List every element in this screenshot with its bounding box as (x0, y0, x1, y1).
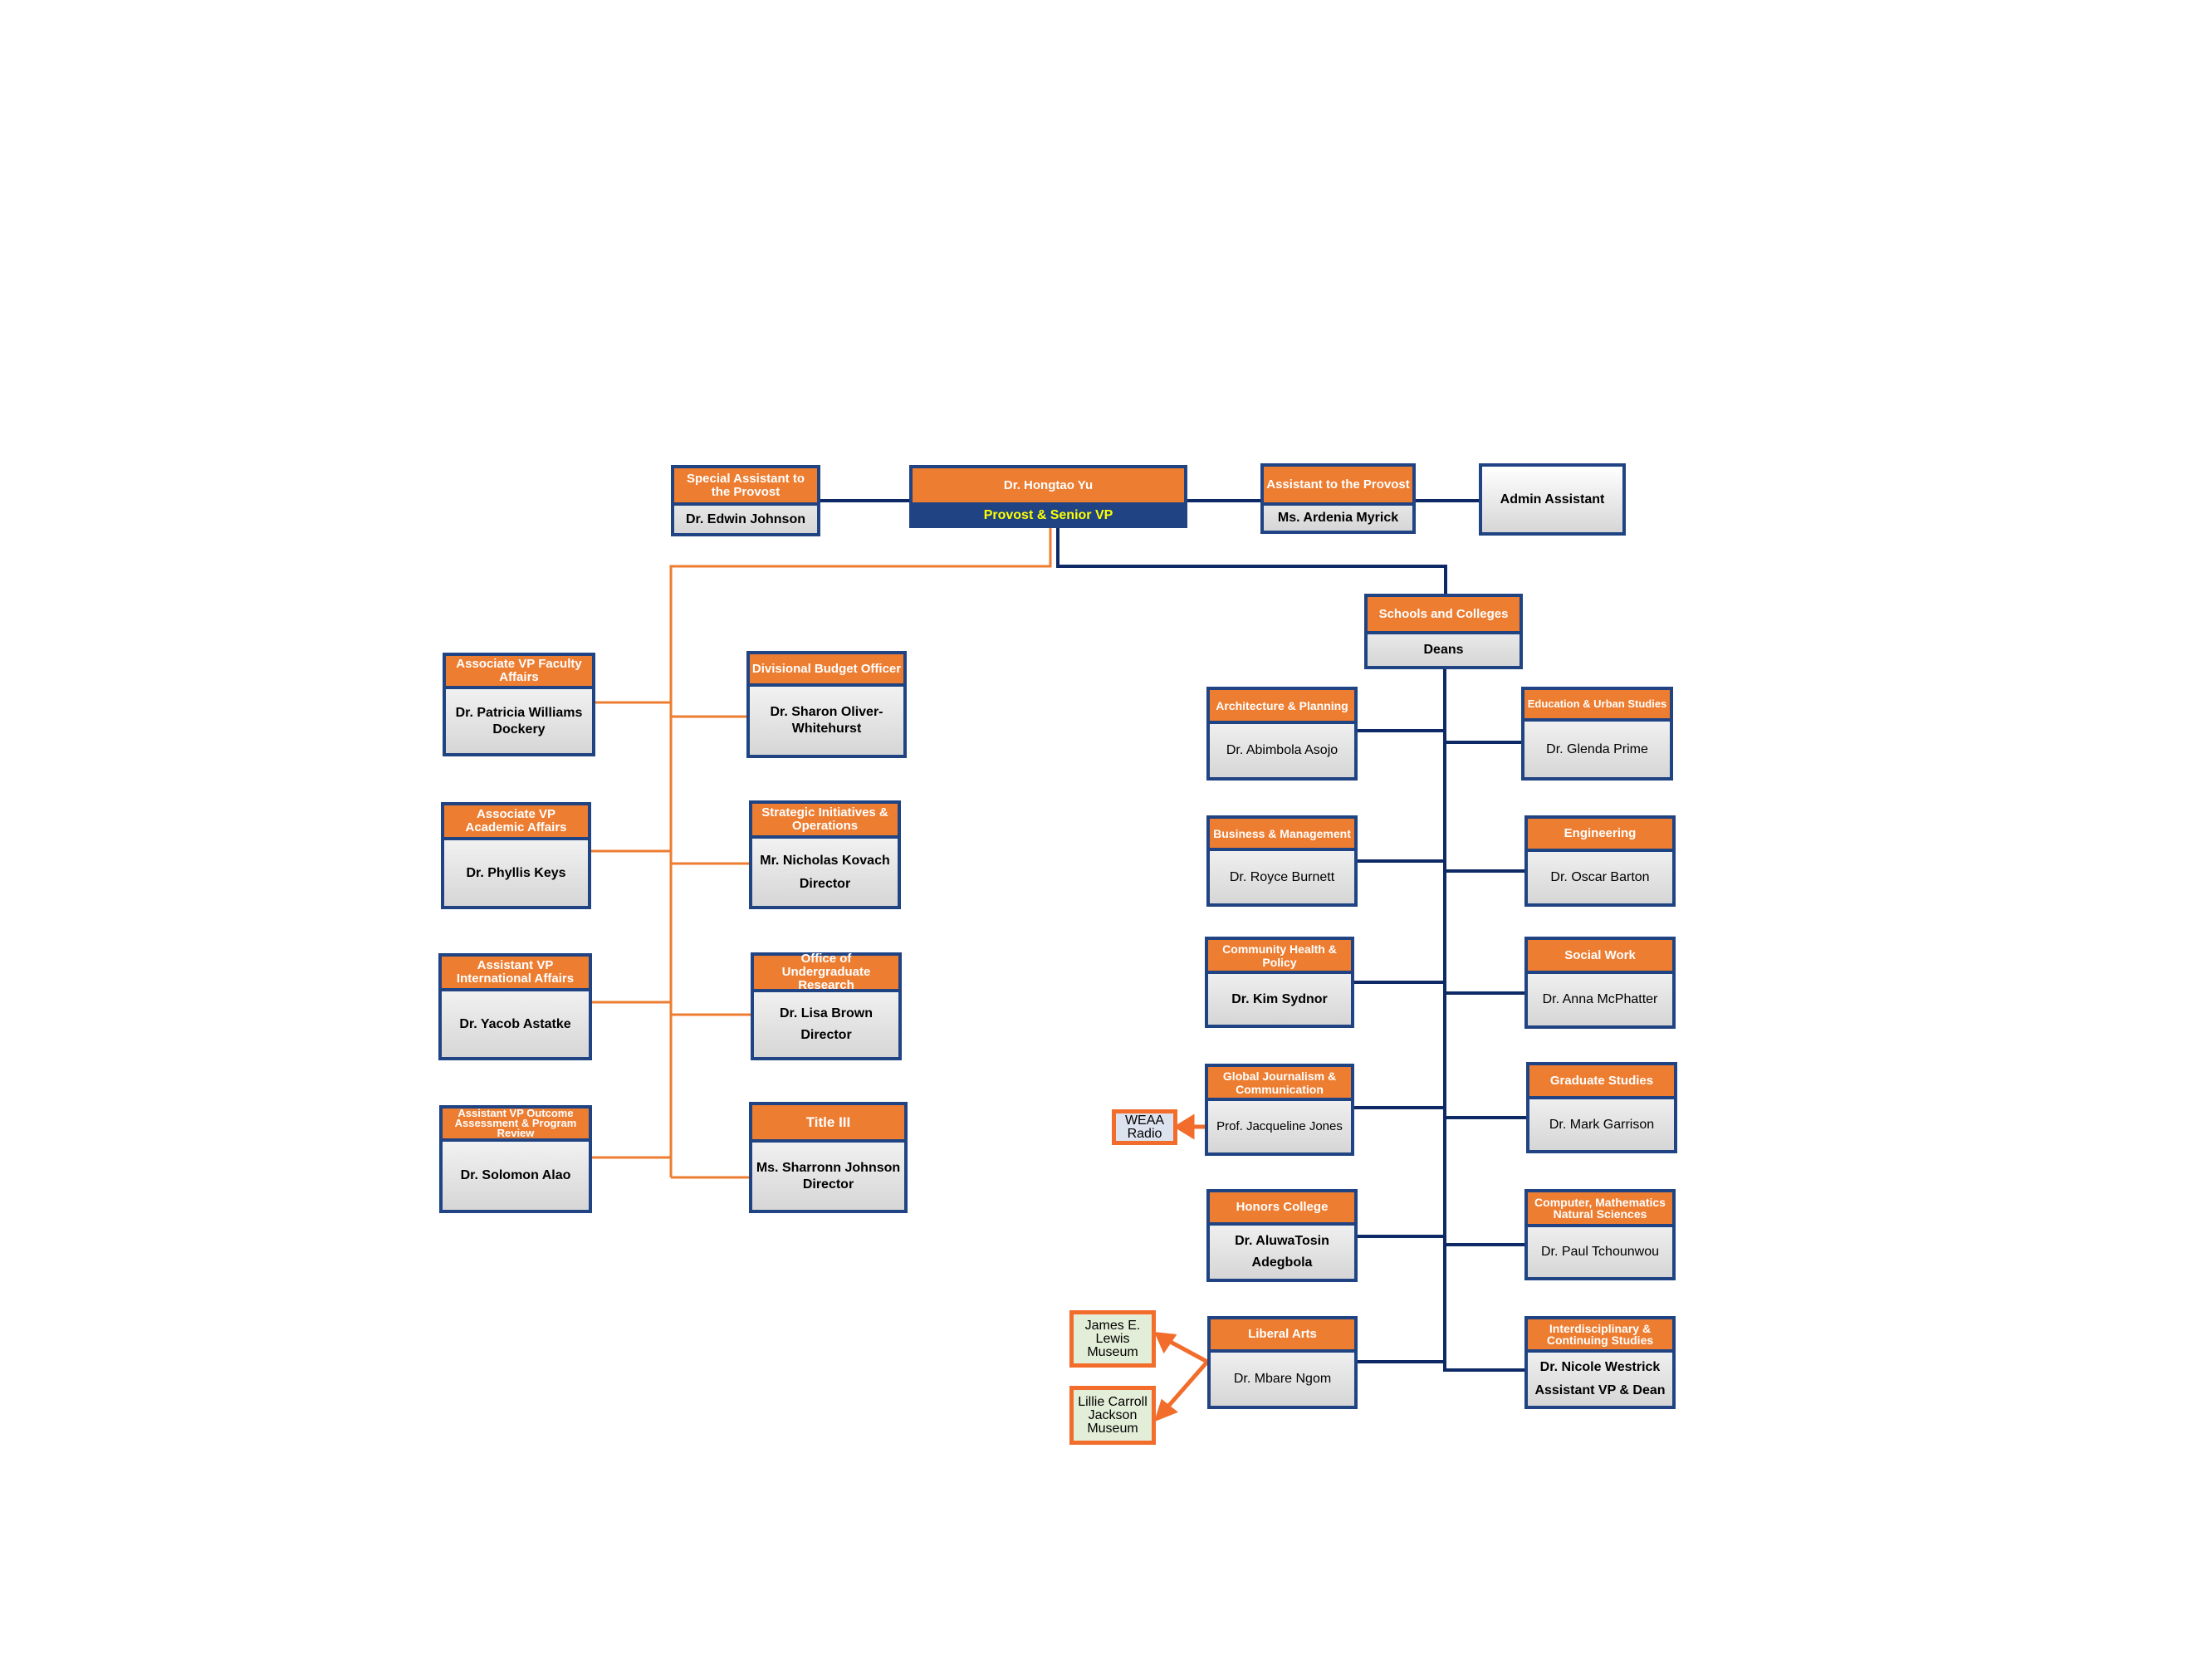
box-name: Dr. Solomon Alao (460, 1168, 571, 1182)
box-name: Dr. Patricia Williams Dockery (455, 705, 583, 737)
box-title: Liberal Arts (1211, 1319, 1354, 1353)
unit-box: Associate VP Academic Affairs Dr. Phylli… (441, 802, 591, 909)
navy-connectors (820, 499, 1526, 1372)
box-name: Mr. Nicholas Kovach (760, 853, 890, 868)
box-role: Director (802, 1177, 854, 1192)
unit-box: Associate VP Faculty Affairs Dr. Patrici… (443, 653, 595, 756)
box-name: Dr. Yacob Astatke (459, 1016, 571, 1031)
box-title: Global Journalism & Communication (1208, 1067, 1351, 1101)
unit-box: Assistant VP International Affairs Dr. Y… (438, 953, 592, 1060)
orange-connectors (591, 528, 1052, 1179)
box-name: Deans (1423, 643, 1464, 657)
box-title: Engineering (1528, 819, 1672, 852)
box-title: Architecture & Planning (1210, 690, 1354, 724)
box-name: Dr. Anna McPhatter (1542, 992, 1658, 1006)
special-assistant-box: Special Assistant to the Provost Dr. Edw… (671, 465, 820, 536)
dean-box: Social Work Dr. Anna McPhatter (1524, 937, 1676, 1029)
provost-title: Provost & Senior VP (983, 507, 1113, 522)
box-name: Dr. Kim Sydnor (1231, 991, 1328, 1006)
box-title: Assistant to the Provost (1264, 467, 1412, 506)
box-name: Dr. Mark Garrison (1549, 1117, 1655, 1132)
box-name: Dr. Paul Tchounwou (1540, 1245, 1659, 1259)
unit-box: Divisional Budget Officer Dr. Sharon Oli… (746, 651, 907, 758)
james-lewis-museum-box: James E. Lewis Museum (1069, 1310, 1156, 1368)
box-title: Strategic Initiatives & Operations (752, 804, 898, 839)
unit-box: Office of Undergraduate Research Dr. Lis… (751, 952, 902, 1060)
box-name: Dr. Edwin Johnson (685, 511, 805, 526)
box-title: Associate VP Faculty Affairs (446, 656, 592, 689)
box-title: Computer, Mathematics Natural Sciences (1528, 1192, 1672, 1227)
dean-box: Interdisciplinary & Continuing Studies D… (1524, 1316, 1676, 1409)
box-name: Dr. Glenda Prime (1546, 741, 1648, 756)
dean-box: Graduate Studies Dr. Mark Garrison (1526, 1062, 1677, 1153)
weaa-radio-box: WEAA Radio (1112, 1109, 1177, 1145)
dean-box: Liberal Arts Dr. Mbare Ngom (1207, 1316, 1358, 1409)
unit-box: Strategic Initiatives & Operations Mr. N… (749, 800, 901, 909)
dean-box: Computer, Mathematics Natural Sciences D… (1524, 1189, 1676, 1280)
dean-box: Education & Urban Studies Dr. Glenda Pri… (1521, 687, 1673, 781)
provost-name: Dr. Hongtao Yu (913, 468, 1184, 506)
box-title: Schools and Colleges (1368, 597, 1520, 634)
unit-box: Assistant VP Outcome Assessment & Progra… (439, 1105, 592, 1213)
box-title: Social Work (1528, 940, 1672, 974)
box-role: Director (799, 876, 851, 891)
dean-box: Engineering Dr. Oscar Barton (1524, 815, 1676, 907)
schools-colleges-box: Schools and Colleges Deans (1364, 594, 1523, 669)
box-title: Education & Urban Studies (1524, 690, 1670, 722)
box-name: Dr. Phyllis Keys (466, 865, 566, 880)
dean-box: Global Journalism & Communication Prof. … (1205, 1064, 1354, 1156)
box-name: Admin Assistant (1500, 492, 1605, 507)
box-title: Special Assistant to the Provost (674, 468, 817, 506)
admin-assistant-box: Admin Assistant (1479, 463, 1626, 536)
provost-box: Dr. Hongtao Yu Provost & Senior VP (909, 465, 1187, 528)
box-name: Dr. Nicole Westrick (1539, 1360, 1661, 1374)
box-name: Dr. Sharon Oliver-Whitehurst (770, 705, 883, 736)
dean-box: Architecture & Planning Dr. Abimbola Aso… (1206, 687, 1358, 781)
box-title: Assistant VP International Affairs (442, 957, 589, 991)
box-title: Honors College (1210, 1192, 1354, 1226)
box-name: Dr. AluwaTosin Adegbola (1235, 1234, 1329, 1270)
box-name: Dr. Abimbola Asojo (1226, 743, 1338, 757)
lillie-jackson-museum-box: Lillie Carroll Jackson Museum (1069, 1386, 1156, 1445)
assistant-provost-box: Assistant to the Provost Ms. Ardenia Myr… (1260, 463, 1416, 534)
dean-box: Business & Management Dr. Royce Burnett (1206, 815, 1358, 907)
box-title: Business & Management (1210, 819, 1354, 851)
box-title: Title III (752, 1105, 904, 1143)
box-name: Dr. Oscar Barton (1550, 870, 1650, 884)
box-name: Ms. Ardenia Myrick (1277, 511, 1399, 525)
box-title: Community Health & Policy (1208, 940, 1351, 974)
box-title: Associate VP Academic Affairs (444, 805, 588, 840)
affiliate-arrows (1153, 1113, 1211, 1422)
dean-box: Community Health & Policy Dr. Kim Sydnor (1205, 937, 1354, 1028)
box-name: Ms. Sharronn Johnson (756, 1160, 901, 1175)
box-name: Prof. Jacqueline Jones (1216, 1119, 1343, 1133)
box-title: Interdisciplinary & Continuing Studies (1528, 1319, 1672, 1353)
box-title: Divisional Budget Officer (750, 654, 903, 687)
box-role: Director (800, 1028, 852, 1042)
box-name: Dr. Mbare Ngom (1233, 1372, 1332, 1386)
box-role: Assistant VP & Dean (1534, 1383, 1666, 1397)
box-title: Graduate Studies (1529, 1065, 1674, 1099)
dean-box: Honors College Dr. AluwaTosin Adegbola (1206, 1189, 1358, 1282)
box-name: Dr. Royce Burnett (1229, 869, 1335, 884)
box-title: Office of Undergraduate Research (754, 952, 898, 992)
box-title: Assistant VP Outcome Assessment & Progra… (443, 1108, 589, 1142)
box-name: Dr. Lisa Brown (779, 1006, 874, 1020)
